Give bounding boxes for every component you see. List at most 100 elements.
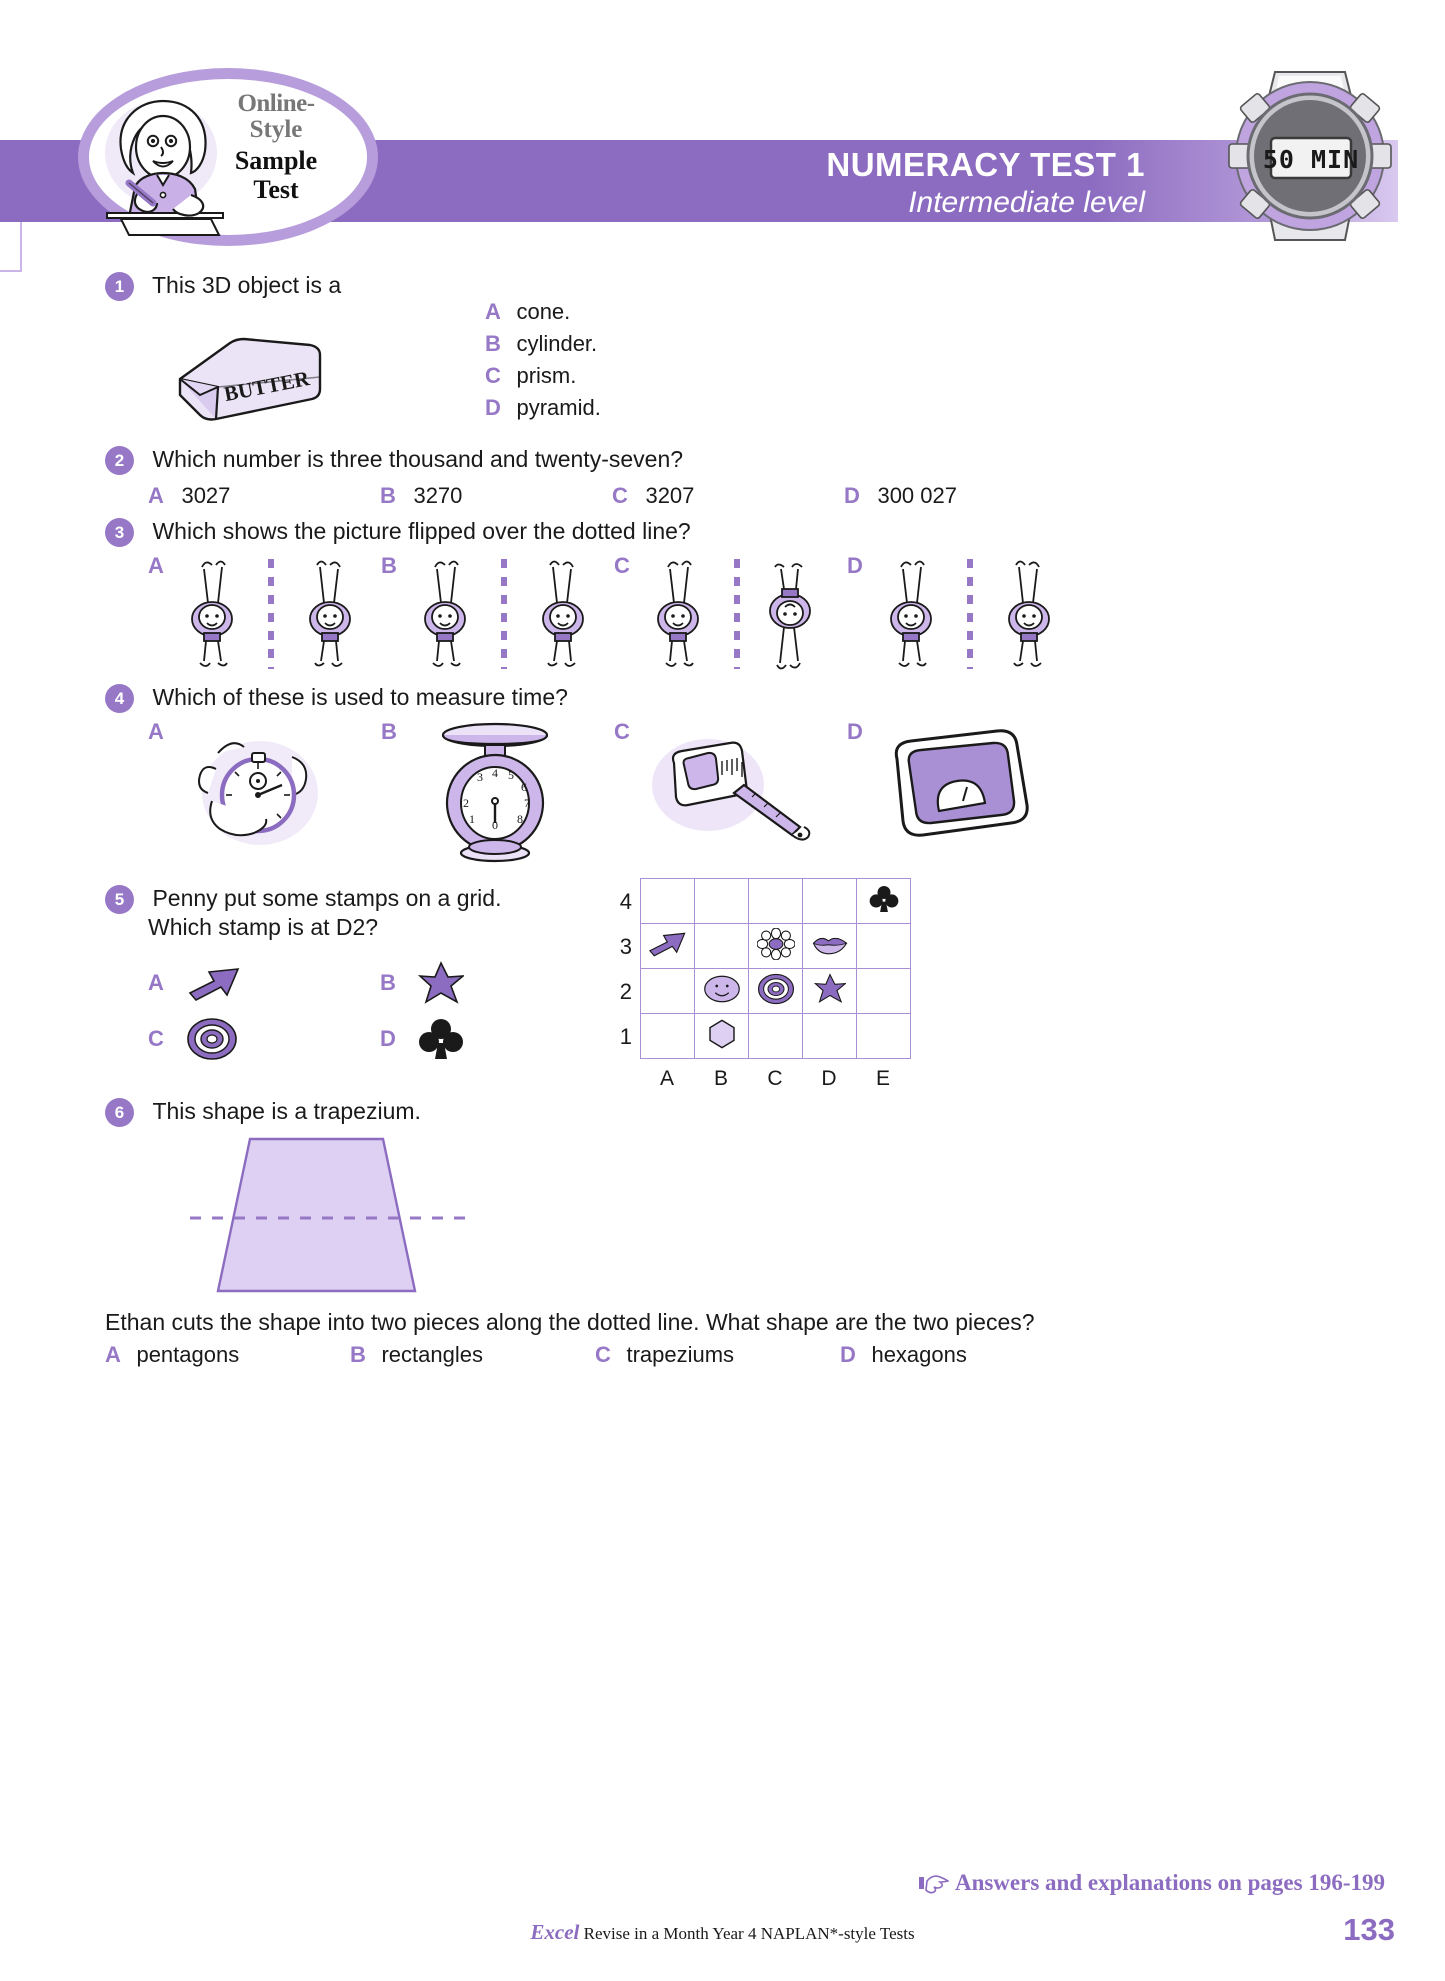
answers-note-text: Answers and explanations on pages 196-19… (954, 1870, 1385, 1895)
smiley-stamp (703, 975, 740, 1002)
question-3-option-a[interactable]: A (148, 553, 381, 673)
timer-display: 50 MIN (1263, 145, 1359, 174)
table-row (640, 878, 911, 924)
grid-cell-b4[interactable] (694, 878, 749, 924)
grid-cell-d2[interactable] (802, 968, 857, 1014)
question-2-option-d[interactable]: D 300 027 (844, 483, 1076, 509)
option-letter: B (350, 1342, 366, 1367)
grid-cell-c3[interactable] (748, 923, 803, 969)
question-5-options: A B C (148, 955, 665, 1067)
option-letter: D (485, 395, 501, 420)
page-header: NUMERACY TEST 1 Intermediate level (0, 0, 1445, 300)
question-3-text: Which shows the picture flipped over the… (152, 518, 691, 544)
star-stamp (417, 961, 464, 1004)
grid-cell-b1[interactable] (694, 1013, 749, 1059)
question-2-option-b[interactable]: B 3270 (380, 483, 612, 509)
question-1: 1 This 3D object is a BUTTER A cone. B c… (105, 272, 1305, 429)
pointing-hand-icon (918, 1875, 949, 1894)
question-4-option-c[interactable]: C (614, 719, 847, 864)
option-text: 3270 (413, 483, 463, 508)
grid-row-label-3: 3 (619, 934, 632, 959)
option-letter: A (148, 719, 164, 744)
grid-cell-d4[interactable] (802, 878, 857, 924)
option-letter: A (148, 483, 164, 508)
option-text: 300 027 (877, 483, 957, 508)
question-5-number: 5 (105, 885, 134, 914)
question-1-option-d[interactable]: D pyramid. (485, 395, 601, 421)
badge-line-4: Test (253, 175, 299, 205)
question-2-option-c[interactable]: C 3207 (612, 483, 844, 509)
question-4-option-d[interactable]: D (847, 719, 1080, 864)
grid-cell-c2[interactable] (748, 968, 803, 1014)
grid-cell-b2[interactable] (694, 968, 749, 1014)
grid-cell-d3[interactable] (802, 923, 857, 969)
grid-cell-a4[interactable] (640, 878, 695, 924)
badge-line-1: Online- (237, 90, 315, 117)
grid-cell-e3[interactable] (856, 923, 911, 969)
option-letter: D (840, 1342, 856, 1367)
question-3-option-b[interactable]: B (381, 553, 614, 673)
header-title-block: NUMERACY TEST 1 Intermediate level (826, 146, 1145, 220)
question-2: 2 Which number is three thousand and twe… (105, 446, 1355, 509)
question-5-option-c[interactable]: C (148, 1017, 380, 1061)
stamp-grid: 4 3 2 1 (620, 878, 911, 1091)
grid-cell-a1[interactable] (640, 1013, 695, 1059)
grid-col-label-e: E (875, 1067, 890, 1090)
question-3-options: A (148, 553, 1355, 673)
svg-text:8: 8 (517, 812, 523, 826)
table-row (640, 923, 911, 969)
option-letter: B (380, 970, 396, 995)
option-letter: D (847, 553, 863, 578)
option-letter: C (595, 1342, 611, 1367)
question-6-option-a[interactable]: A pentagons (105, 1342, 350, 1368)
grid-cell-b3[interactable] (694, 923, 749, 969)
grid-row-label-4: 4 (619, 889, 632, 914)
option-text: cone. (516, 299, 571, 324)
option-text: pyramid. (516, 395, 601, 420)
brand-tail: Revise in a Month Year 4 NAPLAN*-style T… (583, 1924, 915, 1943)
option-text: 3207 (645, 483, 695, 508)
question-6-options: A pentagons B rectangles C trapeziums D … (105, 1342, 1355, 1368)
grid-cell-a3[interactable] (640, 923, 695, 969)
grid-cell-e2[interactable] (856, 968, 911, 1014)
grid-cell-e4[interactable] (856, 878, 911, 924)
grid-row-label-2: 2 (619, 979, 632, 1004)
option-text: prism. (516, 363, 577, 388)
question-3-option-d[interactable]: D (847, 553, 1080, 673)
question-6-text: This shape is a trapezium. (152, 1098, 421, 1124)
question-4-option-a[interactable]: A (148, 719, 381, 864)
question-4-options: A B (148, 719, 1355, 864)
question-1-option-a[interactable]: A cone. (485, 299, 601, 325)
table-row (640, 968, 911, 1014)
question-6-option-b[interactable]: B rectangles (350, 1342, 595, 1368)
stopwatch-in-hand-icon (198, 741, 318, 845)
question-5-option-a[interactable]: A (148, 963, 380, 1003)
question-5-option-b[interactable]: B (380, 961, 612, 1005)
question-4-text: Which of these is used to measure time? (152, 684, 568, 710)
question-6-option-c[interactable]: C trapeziums (595, 1342, 840, 1368)
page-title: NUMERACY TEST 1 (826, 146, 1145, 183)
option-text: rectangles (381, 1342, 483, 1367)
grid-cell-d1[interactable] (802, 1013, 857, 1059)
grid-cell-c1[interactable] (748, 1013, 803, 1059)
option-letter: A (485, 299, 501, 324)
question-4: 4 Which of these is used to measure time… (105, 684, 1355, 864)
question-2-option-a[interactable]: A 3027 (148, 483, 380, 509)
question-1-option-b[interactable]: B cylinder. (485, 331, 601, 357)
grid-col-label-c: C (767, 1067, 783, 1090)
option-text: 3027 (181, 483, 231, 508)
grid-cell-c4[interactable] (748, 878, 803, 924)
question-6-option-d[interactable]: D hexagons (840, 1342, 1085, 1368)
club-stamp (869, 885, 898, 912)
grid-cell-a2[interactable] (640, 968, 695, 1014)
question-2-options: A 3027 B 3270 C 3207 D 300 027 (148, 483, 1355, 509)
grid-cell-e1[interactable] (856, 1013, 911, 1059)
question-3-option-c[interactable]: C (614, 553, 847, 673)
question-5: 5 Penny put some stamps on a grid. Which… (105, 885, 665, 1067)
handstand-pair-mirrored (890, 559, 1050, 669)
question-5-option-d[interactable]: D (380, 1017, 612, 1061)
question-1-option-c[interactable]: C prism. (485, 363, 601, 389)
target-spiral-stamp (187, 1018, 237, 1060)
